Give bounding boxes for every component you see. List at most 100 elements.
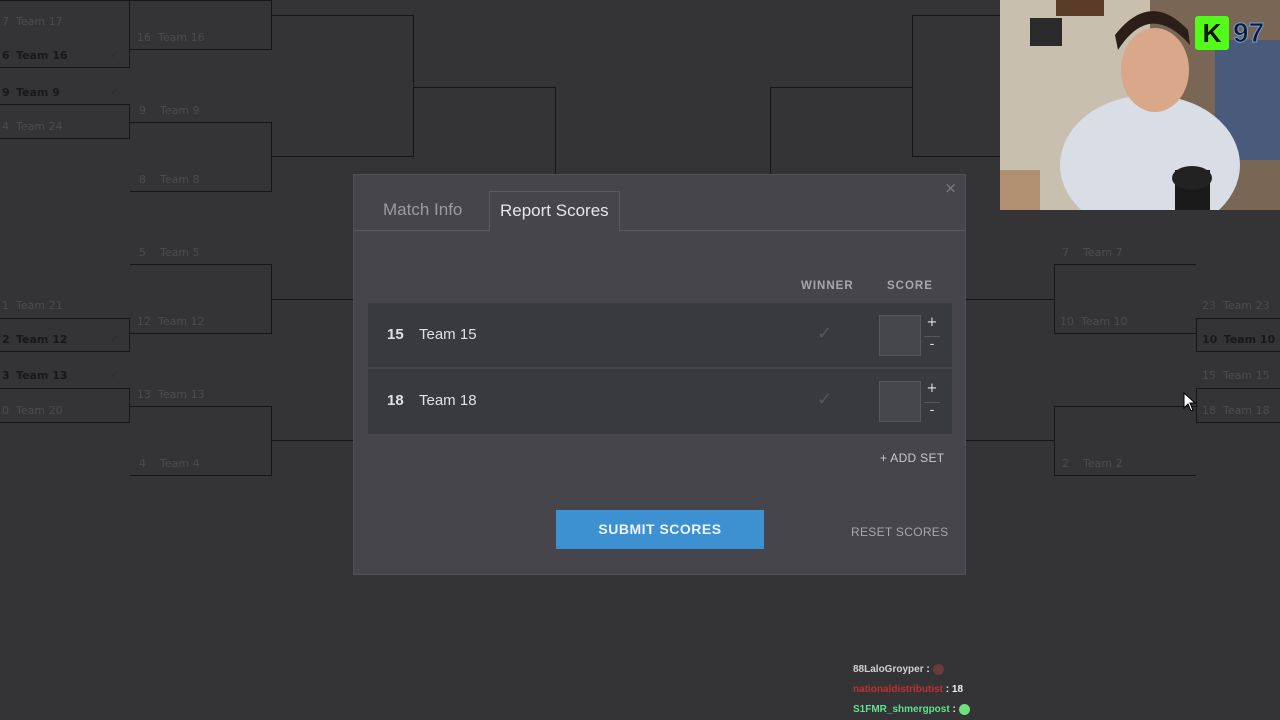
bracket-seed: 8: [139, 173, 146, 186]
bracket-connector: [0, 104, 130, 139]
check-icon: ✓: [110, 50, 119, 61]
webcam-image: [1000, 0, 1280, 210]
chat-separator: :: [952, 704, 956, 715]
tab-match-info[interactable]: Match Info: [383, 200, 463, 219]
reset-scores-link[interactable]: RESET SCORES: [851, 525, 949, 539]
check-icon: ✓: [110, 87, 119, 98]
check-icon: ✓: [110, 334, 119, 345]
bracket-seed: 4: [2, 120, 9, 133]
bracket-connector: [130, 264, 272, 334]
bracket-connector: [0, 388, 130, 423]
bracket-connector: [130, 0, 272, 50]
red-emote-icon: [932, 663, 944, 675]
bracket-slot[interactable]: 5 Team 5: [139, 246, 200, 260]
green-emote-icon: [958, 703, 970, 715]
bracket-connector: [1054, 406, 1196, 476]
bracket-seed: 10: [1060, 315, 1074, 328]
bracket-seed: 1: [2, 299, 9, 312]
increment-button[interactable]: +: [926, 315, 938, 330]
bracket-slot[interactable]: 10 Team 10: [1202, 333, 1275, 347]
chat-separator: :: [926, 664, 930, 675]
bracket-connector: [1054, 264, 1196, 334]
bracket-team: Team 13: [158, 388, 205, 401]
bracket-connector: [130, 406, 272, 476]
bracket-slot[interactable]: 23 Team 23: [1202, 299, 1270, 313]
bracket-team: Team 12: [16, 333, 68, 346]
score-column-header: SCORE: [887, 280, 933, 292]
increment-button[interactable]: +: [926, 381, 938, 396]
add-set-link[interactable]: + ADD SET: [880, 451, 945, 465]
bracket-seed: 0: [2, 404, 9, 417]
chat-message: S1FMR_shmergpost :: [853, 703, 970, 720]
bracket-team: Team 23: [1223, 299, 1270, 312]
bracket-seed: 12: [137, 315, 151, 328]
bracket-team: Team 9: [16, 86, 60, 99]
bracket-team: Team 20: [16, 404, 63, 417]
winner-column-header: WINNER: [801, 280, 854, 292]
bracket-slot[interactable]: 0 Team 20: [2, 404, 63, 418]
bracket-slot[interactable]: 16 Team 16: [137, 31, 205, 45]
bracket-seed: 10: [1202, 333, 1218, 346]
bracket-seed: 2: [2, 333, 10, 346]
bracket-slot[interactable]: 13 Team 13: [137, 388, 205, 402]
bracket-slot[interactable]: 3 Team 13 ✓: [2, 369, 118, 383]
bracket-team: Team 10: [1223, 333, 1276, 346]
bracket-connector: [1196, 388, 1280, 423]
bracket-slot[interactable]: 12 Team 12: [137, 315, 205, 329]
bracket-seed: 13: [137, 388, 151, 401]
bracket-team: Team 13: [16, 369, 68, 382]
close-icon[interactable]: ×: [944, 179, 957, 197]
decrement-button[interactable]: -: [924, 402, 940, 420]
bracket-team: Team 16: [16, 49, 68, 62]
chat-message: 88LaloGroyper :: [853, 663, 970, 683]
tab-report-scores[interactable]: Report Scores: [489, 191, 620, 232]
chat-username: 88LaloGroyper: [853, 664, 924, 675]
bracket-slot[interactable]: 8 Team 8: [139, 173, 200, 187]
bracket-connector: [130, 122, 272, 192]
chat-username: nationaldistributist: [853, 684, 943, 695]
bracket-team: Team 10: [1081, 315, 1128, 328]
bracket-seed: 3: [2, 369, 10, 382]
bracket-team: Team 8: [160, 173, 200, 186]
chat-message: nationaldistributist : 18: [853, 683, 970, 703]
winner-check-icon[interactable]: ✓: [817, 389, 833, 410]
bracket-slot[interactable]: 9 Team 9: [139, 104, 200, 118]
bracket-slot[interactable]: 4 Team 4: [139, 457, 200, 471]
bracket-team: Team 9: [160, 104, 200, 117]
bracket-team: Team 16: [158, 31, 205, 44]
bracket-seed: 7: [2, 15, 9, 28]
bracket-slot[interactable]: 7 Team 7: [1062, 246, 1123, 260]
bracket-team: Team 12: [158, 315, 205, 328]
bracket-connector: [912, 15, 1054, 157]
team-score-row: 15 Team 15 ✓ + -: [368, 303, 952, 368]
bracket-seed: 18: [1202, 404, 1216, 417]
chat-text: 18: [951, 684, 964, 695]
chat-overlay: 88LaloGroyper : nationaldistributist : 1…: [853, 663, 970, 720]
bracket-seed: 9: [2, 86, 10, 99]
bracket-connector: [0, 0, 130, 68]
score-input[interactable]: [879, 381, 921, 422]
bracket-slot[interactable]: 2 Team 12 ✓: [2, 333, 118, 347]
bracket-slot[interactable]: 15 Team 15: [1202, 369, 1270, 383]
team-seed: 15: [387, 326, 404, 343]
bracket-slot[interactable]: 2 Team 2: [1062, 457, 1123, 471]
submit-scores-button[interactable]: SUBMIT SCORES: [556, 510, 764, 549]
bracket-seed: 4: [139, 457, 146, 470]
bracket-seed: 2: [1062, 457, 1069, 470]
chat-username: S1FMR_shmergpost: [853, 704, 950, 715]
bracket-slot[interactable]: 10 Team 10: [1060, 315, 1128, 329]
bracket-connector: [272, 15, 414, 157]
bracket-connector: [0, 318, 130, 352]
team-name: Team 15: [419, 326, 477, 343]
check-icon: ✓: [110, 370, 119, 381]
decrement-button[interactable]: -: [924, 336, 940, 354]
bracket-seed: 7: [1062, 246, 1069, 259]
score-input[interactable]: [879, 315, 921, 356]
winner-check-icon[interactable]: ✓: [817, 323, 833, 344]
bracket-slot[interactable]: 18 Team 18: [1202, 404, 1270, 418]
bracket-slot[interactable]: 9 Team 9 ✓: [2, 86, 118, 100]
